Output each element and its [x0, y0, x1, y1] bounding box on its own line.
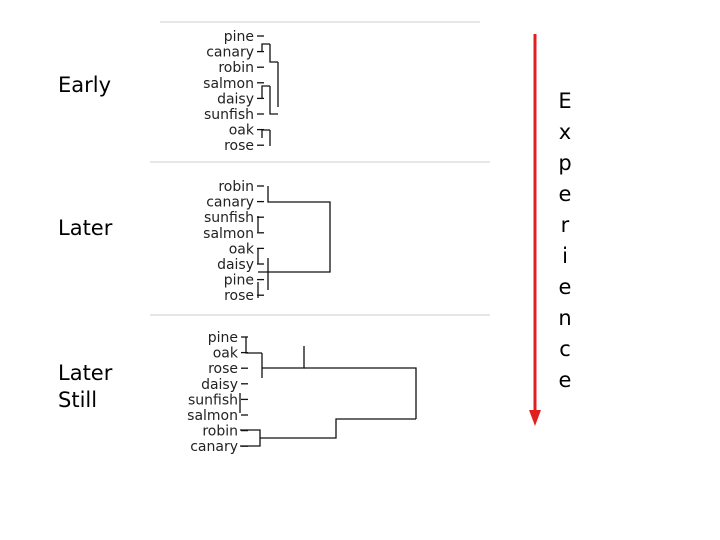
leaf-label-later-rose: rose [224, 288, 254, 304]
leaf-label-early-pine: pine [224, 29, 254, 45]
experience-letter: i [562, 244, 568, 268]
dendrogram-branch [269, 44, 278, 63]
dendrogram-branch [245, 337, 262, 354]
dendrogram-branch [267, 186, 288, 203]
stage-label-later-still: Later Still [58, 361, 113, 412]
leaf-label-early-canary: canary [206, 45, 254, 61]
leaf-label-later-still-salmon: salmon [187, 408, 238, 424]
dendrogram-branch [262, 346, 305, 369]
leaf-label-early-oak: oak [229, 123, 255, 139]
leaf-label-later-still-rose: rose [208, 361, 238, 377]
leaf-label-later-canary: canary [206, 195, 254, 211]
experience-letter: p [558, 151, 572, 175]
leaf-label-later-still-oak: oak [213, 346, 239, 362]
dendrogram-branch [260, 418, 416, 439]
leaf-label-later-daisy: daisy [217, 257, 254, 273]
experience-letter: r [560, 213, 570, 237]
leaf-label-later-still-sunfish: sunfish [188, 392, 238, 408]
experience-letter: e [558, 275, 572, 299]
leaf-label-early-daisy: daisy [217, 91, 254, 107]
experience-letter: E [558, 89, 572, 113]
leaf-label-early-rose: rose [224, 138, 254, 154]
experience-arrow-head [529, 410, 541, 426]
experience-letter: e [558, 182, 572, 206]
dendrogram-branch [304, 367, 417, 419]
leaf-label-later-still-robin: robin [202, 424, 238, 440]
experience-letter: c [559, 337, 571, 361]
experience-letter: e [558, 368, 572, 392]
leaf-label-later-still-canary: canary [190, 439, 238, 455]
dendrogram-branch [261, 85, 270, 98]
leaf-label-later-sunfish: sunfish [204, 210, 254, 226]
stage-label-later: Later [58, 216, 113, 240]
leaf-label-early-salmon: salmon [203, 76, 254, 92]
dendrogram-branch [240, 429, 261, 447]
leaf-label-later-salmon: salmon [203, 226, 254, 242]
dendrogram-branch [261, 129, 270, 138]
leaf-label-later-robin: robin [218, 179, 254, 195]
leaf-label-later-pine: pine [224, 273, 254, 289]
stage-label-early: Early [58, 73, 112, 97]
leaf-label-early-sunfish: sunfish [204, 107, 254, 123]
experience-letter: x [558, 120, 572, 144]
leaf-label-later-oak: oak [229, 241, 255, 257]
leaf-label-later-still-pine: pine [208, 330, 238, 346]
leaf-label-later-still-daisy: daisy [201, 377, 238, 393]
leaf-label-early-robin: robin [218, 60, 254, 76]
dendrogram-branch [269, 86, 278, 115]
dendrogram-branch [258, 201, 331, 273]
experience-arrow [529, 34, 541, 426]
experience-letter: n [558, 306, 572, 330]
dendrogram-branch [261, 43, 270, 51]
